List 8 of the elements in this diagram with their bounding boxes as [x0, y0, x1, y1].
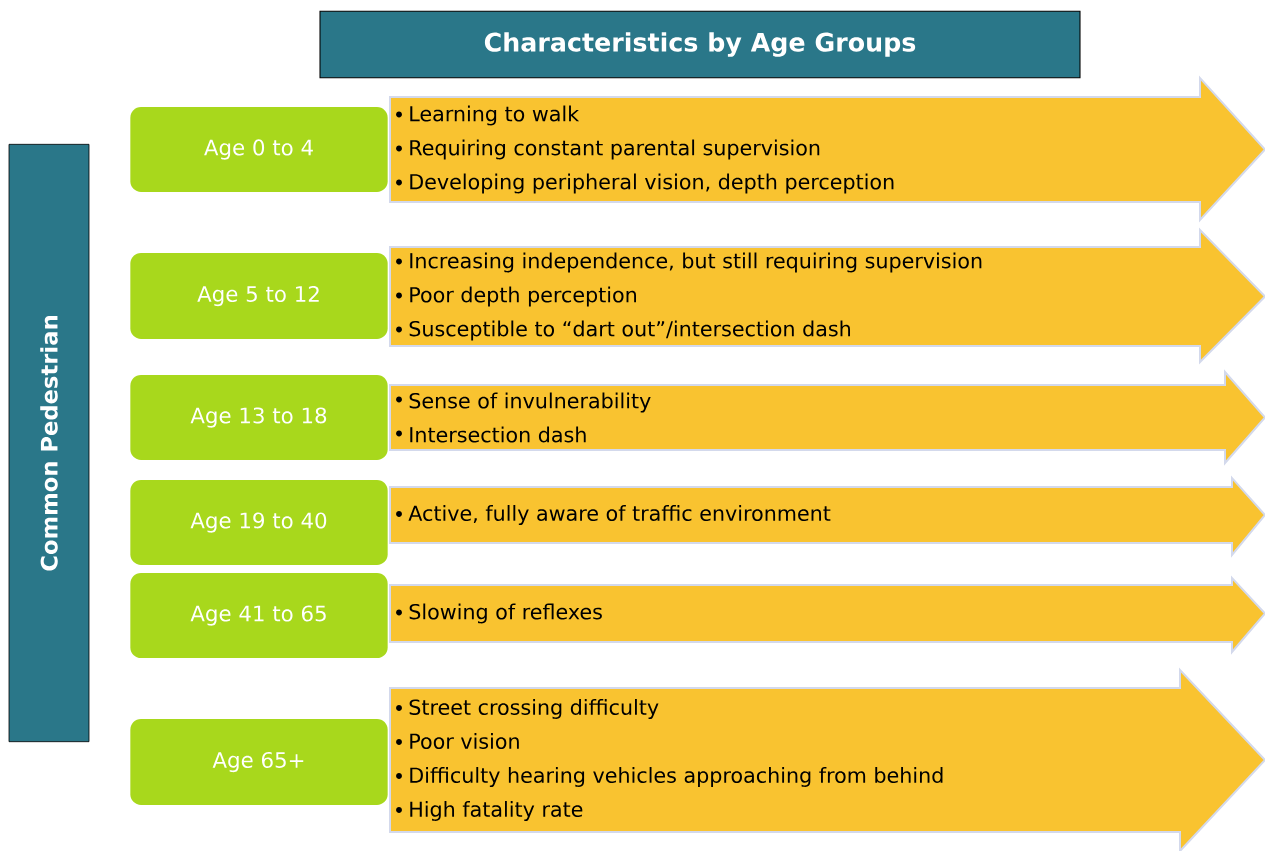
side-banner: Common Pedestrian — [8, 143, 90, 743]
age-box: Age 5 to 12 — [130, 253, 388, 339]
age-box: Age 13 to 18 — [130, 375, 388, 461]
age-box: Age 19 to 40 — [130, 480, 388, 566]
age-box: Age 65+ — [130, 719, 388, 805]
title-banner: Characteristics by Age Groups — [319, 10, 1081, 79]
age-box: Age 0 to 4 — [130, 106, 388, 193]
age-box: Age 41 to 65 — [130, 573, 388, 659]
